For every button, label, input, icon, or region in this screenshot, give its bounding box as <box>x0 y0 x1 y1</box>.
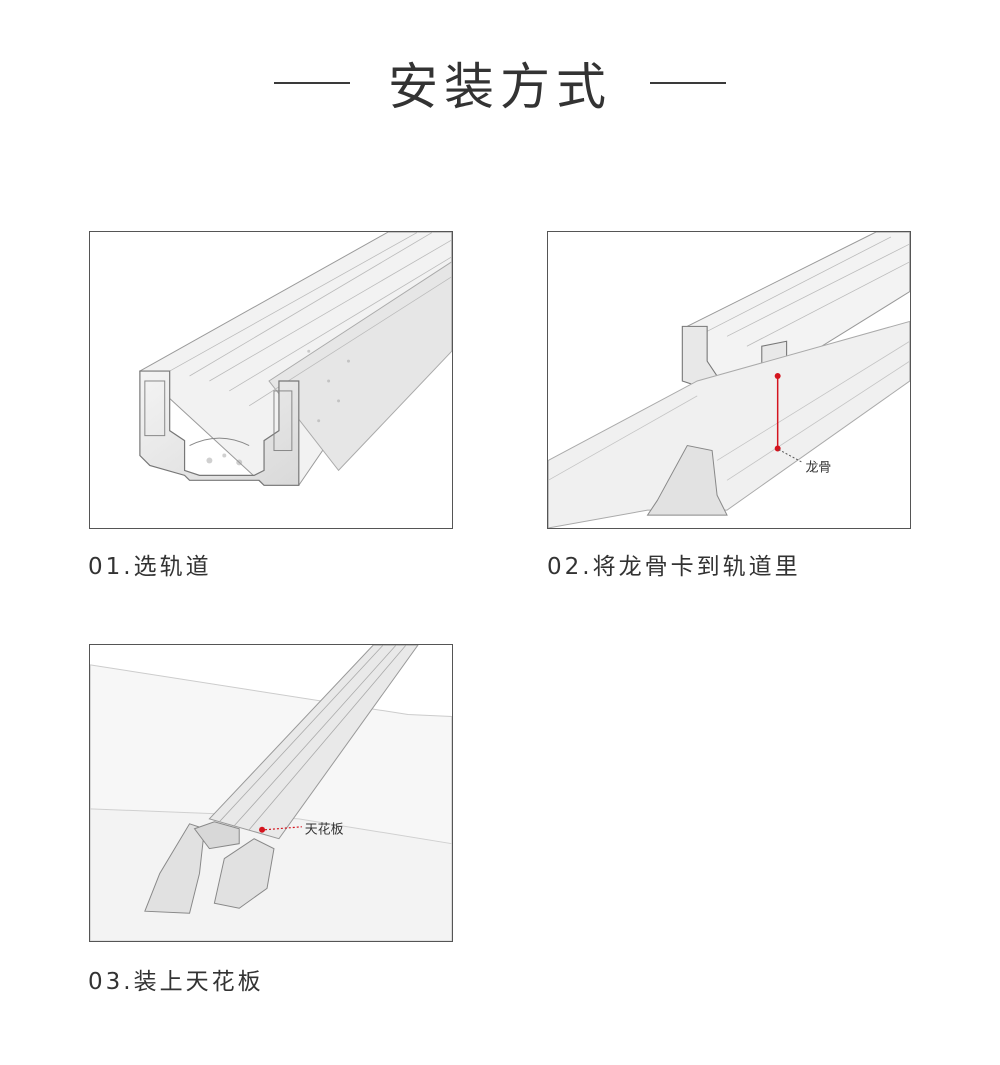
ceiling-callout-label: 天花板 <box>305 822 344 838</box>
step-3-caption: 03.装上天花板 <box>88 969 264 995</box>
track-profile-illustration <box>139 232 452 486</box>
callout-dot-top <box>774 373 781 380</box>
ceiling-installed-illustration: 天花板 <box>90 645 452 941</box>
title-line-right <box>650 82 726 84</box>
step-1-image <box>89 231 453 529</box>
step-1-caption: 01.选轨道 <box>88 554 212 580</box>
step-2-caption: 02.将龙骨卡到轨道里 <box>547 554 801 580</box>
step-3-image: 天花板 <box>89 644 453 942</box>
keel-callout-label: 龙骨 <box>805 460 831 475</box>
keel-into-track-illustration: 龙骨 <box>548 232 910 528</box>
title-line-left <box>274 82 350 84</box>
callout-dot <box>259 826 266 833</box>
section-header: 安装方式 <box>0 48 1000 118</box>
page-title: 安装方式 <box>388 58 612 116</box>
step-2-image: 龙骨 <box>547 231 911 529</box>
